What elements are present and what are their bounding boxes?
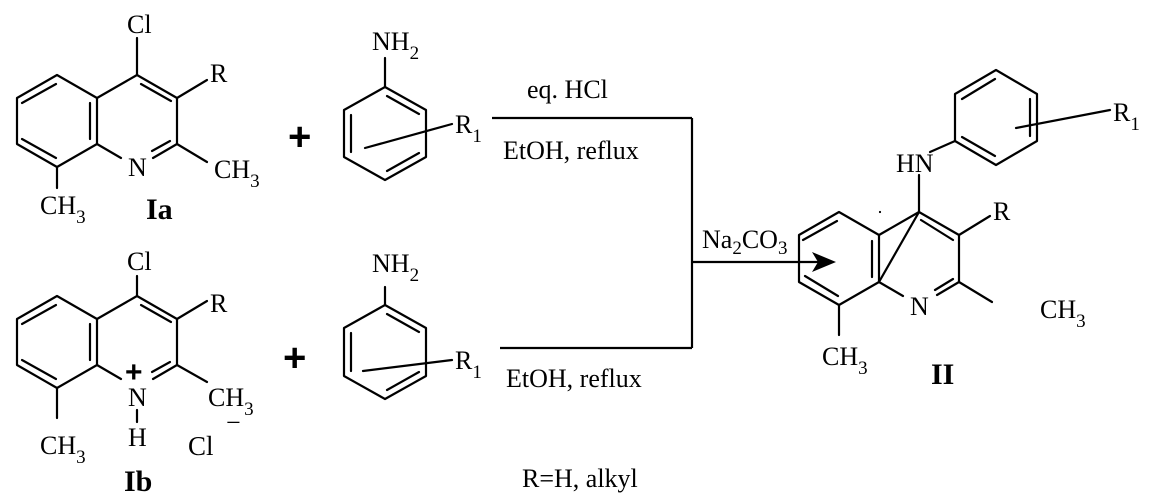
aniline-bottom-substituent-bond <box>361 358 454 373</box>
aniline-top-substituent-bond <box>363 122 454 150</box>
II-hn-label: HN <box>896 149 934 178</box>
II-benzo-ring <box>797 210 921 307</box>
aniline-bottom: NH2 R1 <box>342 249 482 401</box>
Ib-n-label: N <box>128 383 147 412</box>
II-aryl-inner-bonds <box>960 77 1032 158</box>
aniline-top-ring <box>342 85 428 182</box>
II-aryl-ring <box>953 68 1039 167</box>
Ia-benzo-inner-bonds <box>20 82 92 160</box>
aniline-bottom-ring <box>342 303 428 401</box>
base-condition: Na2CO3 <box>702 225 787 259</box>
II-pyridine-ring <box>877 210 961 298</box>
II-compound-label: II <box>931 358 954 391</box>
Ib-pyridine-inner-bonds <box>139 303 173 374</box>
product-arrow-head <box>812 252 836 272</box>
Ib-cl-label: Cl <box>127 247 152 276</box>
aniline-top-inner-bonds <box>349 94 421 173</box>
II-aryl-substituent-bond <box>1014 108 1112 130</box>
Ib-r-label: R <box>210 289 228 318</box>
Ib-counter-ion: Cl <box>188 431 214 461</box>
plus-operator-bottom: + <box>283 336 306 380</box>
Ib-ch3-label: CH3 <box>208 383 254 420</box>
Ia-ch3-label: CH3 <box>214 155 260 192</box>
Ia-n-label: N <box>128 153 147 182</box>
Ib-compound-label: Ib <box>124 465 152 498</box>
reaction-arrows <box>492 116 836 350</box>
Ia-methyl-bond <box>175 142 209 164</box>
Ib-h-label: H <box>128 423 147 452</box>
Ib-benzo-ring <box>15 294 99 390</box>
Ib-r-bond <box>175 299 209 321</box>
Ia-benzo-ring <box>15 73 99 169</box>
product-II: HN R1 R N CH3 CH3 II <box>797 68 1140 391</box>
Ib-plus-charge: + <box>125 356 143 389</box>
II-r-bond <box>957 214 992 237</box>
Ia-r-label: R <box>210 59 228 88</box>
Ia-compound-label: Ia <box>146 193 173 226</box>
aniline-top-r1-label: R1 <box>455 110 482 147</box>
II-n-label: N <box>910 292 929 321</box>
compound-Ib: Cl R + N CH3 H CH3 Cl − Ib <box>15 247 254 498</box>
Ia-pyridine-ring <box>95 73 179 160</box>
II-r-label: R <box>993 197 1011 226</box>
Ia-r-bond <box>175 78 209 100</box>
plus-operator-top: + <box>288 115 311 159</box>
aniline-bottom-nh2-label: NH2 <box>372 249 419 286</box>
Ib-methyl-bond <box>175 363 209 384</box>
aniline-bottom-r1-label: R1 <box>455 346 482 383</box>
aniline-top: NH2 R1 <box>342 27 482 182</box>
aniline-bottom-inner-bonds <box>349 312 421 392</box>
II-methyl-bond <box>957 280 994 304</box>
Ib-benzo-inner-bonds <box>20 303 92 381</box>
top-condition-solvent: EtOH, reflux <box>503 136 639 165</box>
Ib-minus-charge: − <box>226 408 241 437</box>
top-condition-reagent: eq. HCl <box>527 75 608 104</box>
II-r1-label: R1 <box>1113 98 1140 135</box>
compound-Ia: Cl R N CH3 CH3 Ia <box>15 10 260 228</box>
II-benzo-inner-bonds <box>801 219 874 298</box>
Ia-pyridine-inner-bonds <box>139 82 173 153</box>
aniline-top-nh2-label: NH2 <box>372 27 419 64</box>
II-aryl-n-bond <box>928 139 957 154</box>
bottom-condition-solvent: EtOH, reflux <box>506 364 642 393</box>
Ia-cl-label: Cl <box>127 10 152 39</box>
II-bottom-ch3-label: CH3 <box>822 342 868 379</box>
Ib-bottom-ch3-label: CH3 <box>40 431 86 468</box>
substituent-footnote: R=H, alkyl <box>522 464 638 493</box>
Ia-bottom-ch3-label: CH3 <box>40 191 86 228</box>
II-ch3-label: CH3 <box>1040 295 1086 332</box>
II-pyridine-inner-bonds <box>919 218 955 292</box>
